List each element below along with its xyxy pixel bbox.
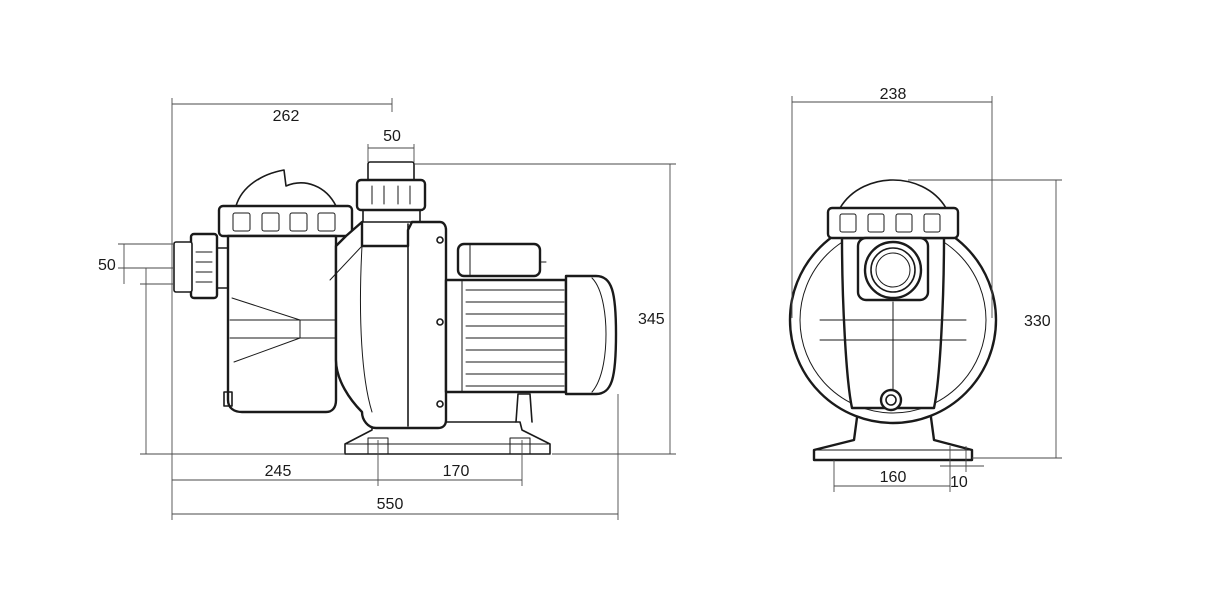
dim-10-label: 10 — [950, 474, 968, 491]
terminal-box — [456, 242, 547, 278]
dim-inlet-50-label: 50 — [98, 257, 116, 274]
dim-330-label: 330 — [1024, 313, 1051, 330]
dim-262-label: 262 — [273, 108, 300, 125]
strainer-pot — [226, 234, 338, 414]
lid-ring — [217, 204, 354, 238]
dim-160-label: 160 — [880, 469, 907, 486]
drain-plug-icon — [879, 388, 903, 412]
pump-housing — [334, 220, 448, 430]
side-view-dimensions: 262 50 345 50 245 170 550 — [98, 98, 676, 520]
inlet-union — [173, 232, 229, 300]
front-inlet-port — [856, 236, 930, 302]
dim-550-label: 550 — [377, 496, 404, 513]
dim-245-label: 245 — [265, 463, 292, 480]
front-view — [788, 179, 998, 462]
dim-outlet-50-label: 50 — [383, 128, 401, 145]
dim-238-label: 238 — [880, 86, 907, 103]
motor — [444, 274, 618, 396]
outlet-union — [355, 161, 427, 223]
dim-170-label: 170 — [443, 463, 470, 480]
front-lid-ring — [826, 206, 960, 240]
side-view — [173, 161, 618, 455]
strainer-lid — [235, 169, 337, 207]
front-view-dimensions: 238 330 160 10 — [791, 86, 1062, 492]
dim-345-label: 345 — [638, 311, 665, 328]
